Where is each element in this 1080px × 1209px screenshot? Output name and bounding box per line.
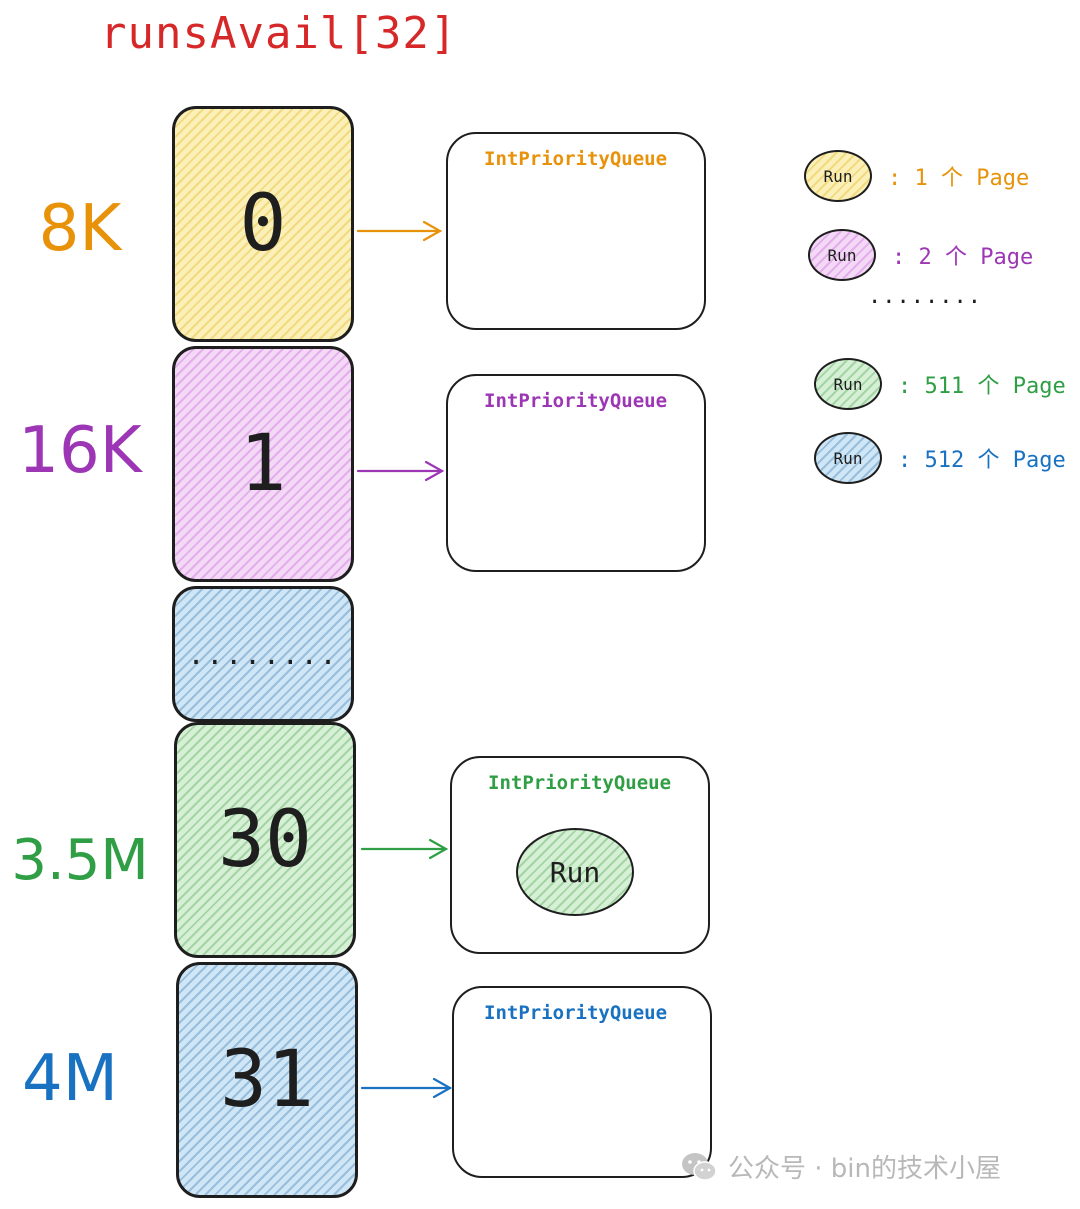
legend-run-purple: Run (808, 229, 876, 281)
queue-16k: IntPriorityQueue (446, 374, 706, 572)
legend-item-512-page: Run : 512 个 Page (814, 432, 1066, 484)
legend-item-2-page: Run : 2 个 Page (808, 229, 1033, 281)
arrow-16k (356, 460, 445, 482)
wechat-icon (682, 1152, 717, 1181)
slot-ellipsis: ........ (172, 586, 354, 722)
arrow-8k (356, 220, 443, 242)
diagram-title: runsAvail[32] (100, 8, 458, 59)
arrow-4m (360, 1077, 453, 1099)
slot-0: 0 (172, 106, 354, 342)
legend-text-512-page: : 512 个 Page (898, 448, 1066, 473)
watermark: 公众号 · bin的技术小屋 (680, 1148, 1001, 1185)
slot-1: 1 (172, 346, 354, 582)
slot-31: 31 (176, 962, 358, 1198)
queue-label-3-5m: IntPriorityQueue (488, 772, 672, 794)
legend-run-yellow: Run (804, 150, 872, 202)
queue-4m: IntPriorityQueue (452, 986, 712, 1178)
queue-label-16k: IntPriorityQueue (484, 390, 668, 412)
legend-text-2-page: : 2 个 Page (892, 245, 1034, 270)
watermark-text: 公众号 · bin的技术小屋 (728, 1154, 1002, 1184)
size-label-8k: 8K (38, 192, 122, 266)
legend-item-1-page: Run : 1 个 Page (804, 150, 1029, 202)
arrow-3-5m (360, 838, 449, 860)
size-label-3-5m: 3.5M (11, 828, 149, 893)
queue-label-8k: IntPriorityQueue (484, 148, 668, 170)
queue-label-4m: IntPriorityQueue (484, 1002, 668, 1024)
legend-run-green: Run (814, 358, 882, 410)
queue-8k: IntPriorityQueue (446, 132, 706, 330)
size-label-16k: 16K (18, 414, 142, 488)
legend-ellipsis: ........ (868, 284, 982, 309)
legend-text-511-page: : 511 个 Page (898, 374, 1066, 399)
legend-item-511-page: Run : 511 个 Page (814, 358, 1066, 410)
run-node: Run (516, 828, 634, 916)
legend-run-blue: Run (814, 432, 882, 484)
queue-3-5m: IntPriorityQueue Run (450, 756, 710, 954)
legend-text-1-page: : 1 个 Page (888, 166, 1030, 191)
slot-30: 30 (174, 722, 356, 958)
size-label-4m: 4M (22, 1042, 118, 1116)
